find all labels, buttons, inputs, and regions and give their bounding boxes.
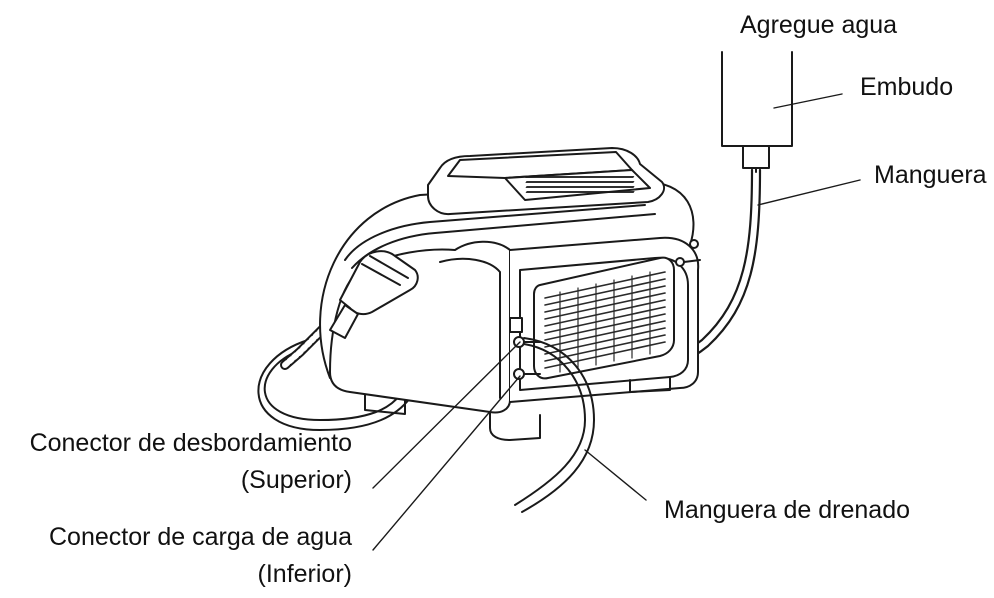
unit-lid-drawing [427,147,666,216]
leader-lines [372,93,861,551]
leader-drain [584,449,647,501]
leader-overflow [372,341,521,489]
leader-water-charge [372,375,521,551]
grille-drawing [533,239,701,380]
water-charge-connector-label-line2: (Inferior) [257,560,352,588]
overflow-connector-label-line1: Conector de desbordamiento [29,429,352,457]
drain-hose-drawing [514,337,595,513]
water-charge-connector-label-line1: Conector de carga de agua [49,523,352,551]
add-water-label: Agregue agua [740,11,898,39]
funnel-drawing [721,51,793,173]
overflow-connector-label-line2: (Superior) [240,466,352,494]
leader-funnel [773,93,843,109]
funnel-label: Embudo [860,73,954,101]
handpiece-drawing [329,250,419,339]
drain-hose-label: Manguera de drenado [664,496,911,524]
hose-label: Manguera [874,161,987,189]
connectors-drawing [509,317,541,380]
leader-hose [757,179,861,206]
